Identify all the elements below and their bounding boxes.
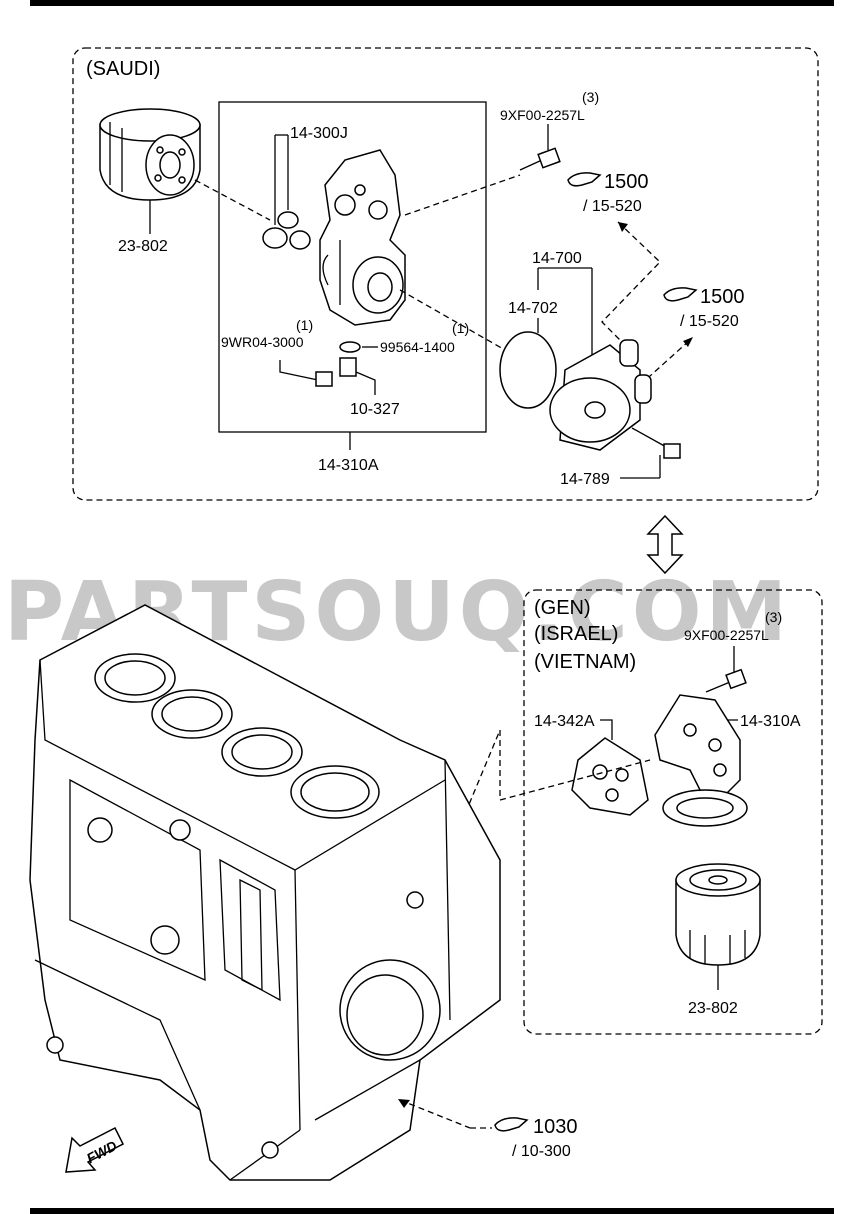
label-filter-saudi: 23-802 <box>118 238 168 255</box>
label-gasket: 99564-1400 <box>380 339 455 355</box>
label-cooler: 14-700 <box>532 250 582 267</box>
label-housing-gen: 14-310A <box>740 713 801 730</box>
housing-assembly-box <box>218 101 487 433</box>
bolt-gen[interactable] <box>705 668 747 693</box>
arrowhead-icon <box>683 337 693 347</box>
cooler-bolt[interactable] <box>631 427 681 459</box>
ref-1500-top[interactable]: 1500 / 15-520 <box>567 171 649 215</box>
gen-region-label-2: (ISRAEL) <box>534 623 618 645</box>
oring-set[interactable] <box>262 211 311 250</box>
double-arrow-icon <box>646 514 684 575</box>
drain-plug[interactable] <box>339 357 357 377</box>
plug-part[interactable] <box>315 371 333 387</box>
label-oring-set: 14-300J <box>290 125 348 142</box>
pointing-hand-icon <box>567 172 602 187</box>
bottom-border <box>30 1208 834 1214</box>
label-plug: 9WR04-3000 <box>221 334 304 350</box>
oil-filter-housing-saudi[interactable] <box>319 149 406 326</box>
oil-cooler[interactable] <box>549 339 652 451</box>
oil-filter-gen[interactable] <box>675 863 761 966</box>
gasket-part[interactable] <box>339 341 361 353</box>
label-bolt-qty-saudi: (3) <box>582 89 599 105</box>
label-drain: 10-327 <box>350 401 400 418</box>
label-filter-gen: 23-802 <box>688 1000 738 1017</box>
arrowhead-icon <box>618 222 628 232</box>
label-block-ref-num: 1030 <box>533 1116 578 1138</box>
leader-filter-to-housing <box>194 179 271 221</box>
label-bolt-qty-gen: (3) <box>765 609 782 625</box>
gen-region-label-3: (VIETNAM) <box>534 651 636 673</box>
label-ref2-sub: / 15-520 <box>680 313 739 330</box>
label-cooler-oring: 14-702 <box>508 300 558 317</box>
fwd-arrow-icon: FWD <box>65 1126 125 1173</box>
cooler-oring[interactable] <box>499 331 557 409</box>
gen-region-label-1: (GEN) <box>534 597 591 619</box>
bolt-saudi[interactable] <box>519 147 561 171</box>
label-cooler-bolt: 14-789 <box>560 471 610 488</box>
saudi-region-frame <box>72 47 819 501</box>
label-plug-qty: (1) <box>296 317 313 333</box>
label-gasket-gen: 14-342A <box>534 713 595 730</box>
label-gasket-qty: (1) <box>452 320 469 336</box>
label-bolt-saudi: 9XF00-2257L <box>500 107 585 123</box>
label-block-ref-sub: / 10-300 <box>512 1143 571 1160</box>
label-ref2-num: 1500 <box>700 286 745 308</box>
pointing-hand-icon <box>663 287 698 302</box>
arrowhead-icon <box>398 1099 410 1108</box>
label-bolt-gen: 9XF00-2257L <box>684 627 769 643</box>
pointing-hand-icon <box>494 1117 529 1132</box>
engine-block[interactable] <box>29 604 501 1181</box>
top-border <box>30 0 834 6</box>
label-housing-saudi: 14-310A <box>318 457 379 474</box>
gasket-gen[interactable] <box>571 737 649 816</box>
saudi-region-label: (SAUDI) <box>86 58 160 80</box>
oil-filter-housing-gen[interactable] <box>654 694 748 827</box>
label-ref1-num: 1500 <box>604 171 649 193</box>
gen-region-frame <box>523 589 823 1035</box>
oil-filter-saudi[interactable] <box>99 108 201 201</box>
ref-1500-mid[interactable]: 1500 / 15-520 <box>663 286 745 330</box>
ref-1030[interactable]: 1030 / 10-300 <box>494 1116 578 1160</box>
label-ref1-sub: / 15-520 <box>583 198 642 215</box>
